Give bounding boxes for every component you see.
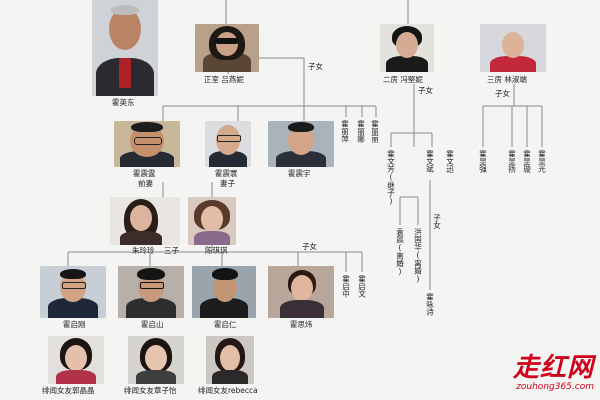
label-gf1: 绯闻女友郭晶晶 (42, 386, 95, 395)
edge-children-wife2: 子女 (418, 86, 433, 95)
label-qi-wen: 霍启文 (357, 275, 367, 298)
edge-children-wenbin: 子女 (432, 214, 442, 229)
photo-qi-ren (192, 266, 256, 318)
edge-children-gen2: 子女 (302, 242, 317, 251)
photo-zhen-ting (114, 121, 180, 167)
label-qi-gang: 霍启刚 (63, 320, 86, 329)
label-xian-guang: 霍显光 (537, 150, 547, 173)
label-wife1: 正室 吕燕妮 (204, 75, 244, 84)
photo-zhu-ling-ling (110, 197, 180, 245)
label-zhen-ting: 霍震霆 (133, 169, 156, 178)
photo-zhen-huan (205, 121, 251, 167)
label-yong-shi: 霍咏诗 (425, 293, 435, 316)
label-chen-qi-qi: 陈琪琪 (205, 246, 228, 255)
label-wen-fang: 霍文芳(继子) (386, 150, 396, 206)
edge-children-wife3: 子女 (495, 89, 510, 98)
label-wife2: 二房 冯堅妮 (383, 75, 423, 84)
photo-wife3 (480, 24, 546, 72)
photo-wife2 (380, 24, 434, 72)
label-wen-xun: 霍文迅 (445, 150, 455, 173)
label-zhen-huan-sub: 妻子 (220, 179, 235, 188)
label-patriarch: 霍英东 (112, 98, 135, 107)
label-li-na: 霍丽娜 (356, 120, 366, 143)
label-zhen-yu: 霍震宇 (288, 169, 311, 178)
label-qi-zhong: 霍启中 (341, 275, 351, 298)
label-zhen-huan: 霍震寰 (215, 169, 238, 178)
photo-gf2 (128, 336, 184, 384)
label-san-zi: 三子 (164, 246, 179, 255)
label-wen-fang-spouse1: 袁晨(离婚) (395, 228, 405, 276)
label-xian-xuan: 霍显璇 (522, 150, 532, 173)
label-gf2: 绯闻女友章子怡 (124, 386, 177, 395)
photo-patriarch (92, 0, 158, 96)
label-qi-shan: 霍启山 (141, 320, 164, 329)
photo-qi-shan (118, 266, 184, 318)
label-zhen-ting-sub: 前妻 (138, 179, 153, 188)
label-li-li: 霍丽丽 (370, 120, 380, 143)
label-wife3: 三房 林淑端 (487, 75, 527, 84)
watermark-logo: 走红网 zouhong365.com (513, 354, 594, 392)
edge-children-wife1: 子女 (308, 62, 323, 71)
label-zhu-ling-ling: 朱玲玲 (132, 246, 155, 255)
photo-wife1 (195, 24, 259, 72)
label-wen-bin: 霍文斌 (425, 150, 435, 173)
photo-zhen-yu (268, 121, 334, 167)
label-wen-fang-spouse2: 洪国华(离婚) (413, 228, 423, 284)
photo-chen-qi-qi (188, 197, 236, 245)
photo-gf3 (206, 336, 254, 384)
label-qi-ren: 霍启仁 (214, 320, 237, 329)
label-xian-qiang: 霍显强 (478, 150, 488, 173)
photo-si-wei (268, 266, 334, 318)
label-gf3: 绯闻女友rebecca (198, 386, 258, 395)
photo-qi-gang (40, 266, 106, 318)
label-li-ping: 霍丽萍 (340, 120, 350, 143)
watermark-text: 走红网 (512, 353, 594, 383)
label-xian-yang: 霍显扬 (507, 150, 517, 173)
label-si-wei: 霍思炜 (290, 320, 313, 329)
watermark-url: zouhong365.com (516, 382, 594, 392)
photo-gf1 (48, 336, 104, 384)
